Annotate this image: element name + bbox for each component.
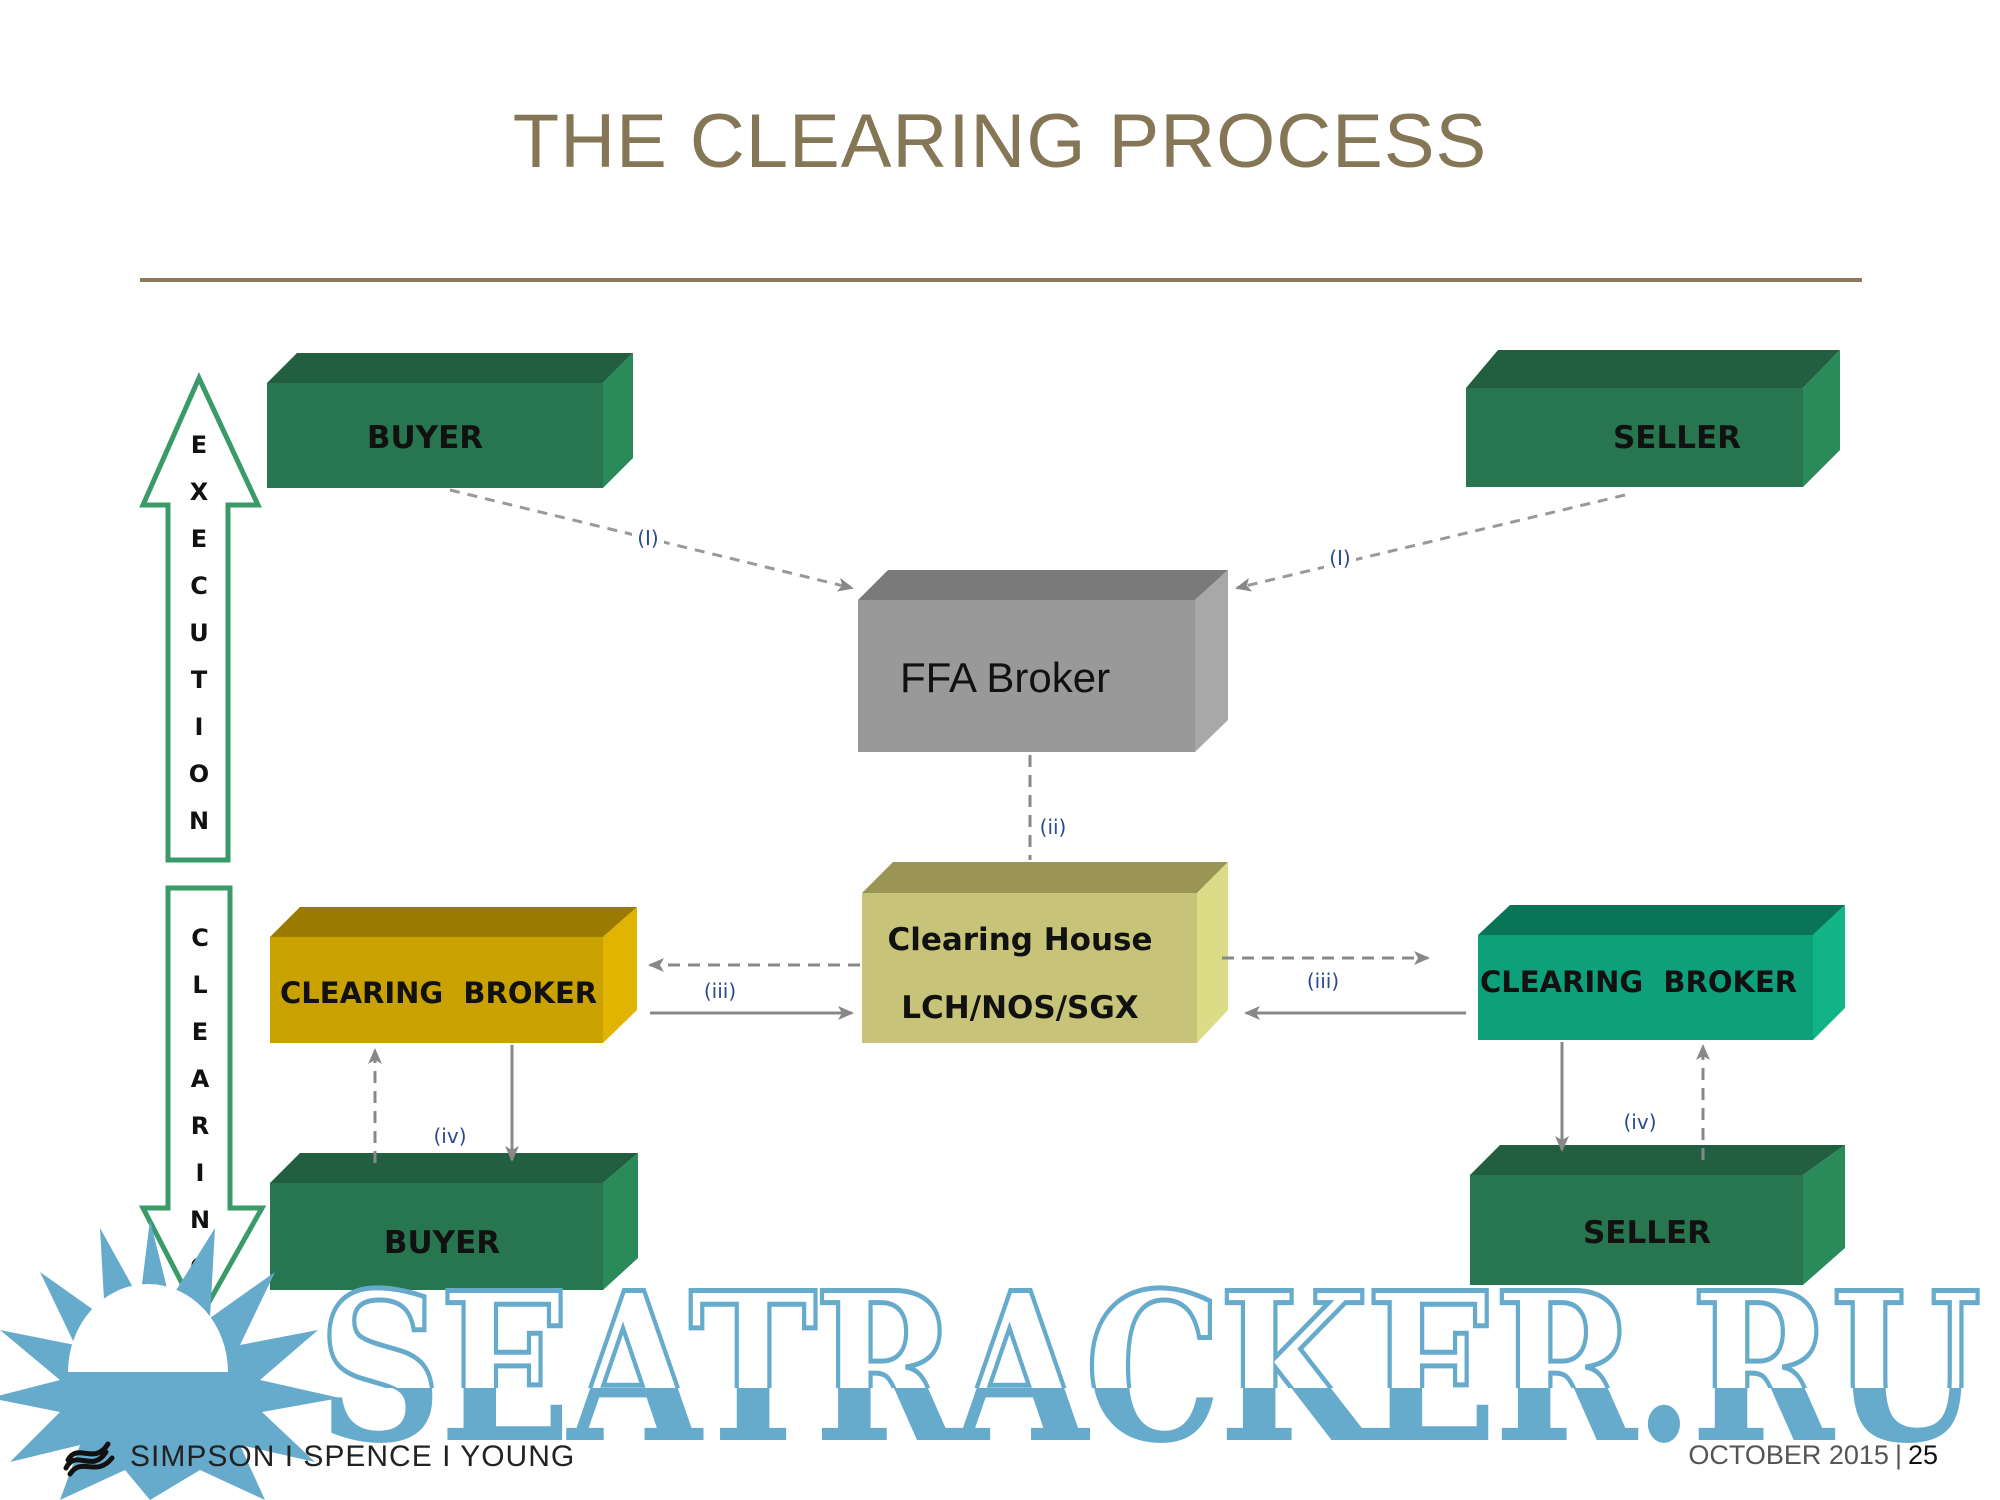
seller-top-box[interactable]: SELLER — [1466, 350, 1840, 487]
execution-letter: U — [189, 619, 209, 647]
clearing-letter: E — [192, 1018, 208, 1046]
execution-letter: T — [191, 666, 208, 694]
clearing-house-codes: LCH/NOS/SGX — [901, 990, 1138, 1026]
watermark-text-outline: SEATRACKER.RU — [318, 1249, 1978, 1489]
seller-top-label: SELLER — [1613, 420, 1741, 456]
execution-letter: E — [191, 525, 207, 553]
company-name: SIMPSON I SPENCE I YOUNG — [130, 1440, 576, 1473]
clearing-letter: N — [190, 1206, 210, 1234]
page-number: 25 — [1907, 1440, 1938, 1470]
seller-bottom-box[interactable]: SELLER — [1470, 1145, 1845, 1285]
execution-letter: I — [195, 713, 204, 741]
step-label-bg — [632, 522, 664, 550]
buyer-bottom-box[interactable]: BUYER — [270, 1153, 638, 1290]
clearing-letter: L — [192, 971, 207, 999]
footer-date: OCTOBER 2015 — [1688, 1440, 1889, 1470]
title-divider — [140, 278, 1862, 282]
clearing-house-name: Clearing House — [887, 922, 1152, 958]
buyer-bottom-label: BUYER — [384, 1225, 500, 1261]
watermark-text-fill: SEATRACKER.RU — [318, 1249, 1978, 1489]
clearing-letter: A — [191, 1065, 210, 1093]
clearing-broker-right-box[interactable]: CLEARING BROKER — [1478, 905, 1845, 1040]
execution-letter: O — [189, 760, 209, 788]
footer-date-page: OCTOBER 2015|25 — [1688, 1440, 1938, 1471]
ssy-knot-logo-icon — [63, 1441, 115, 1477]
clearing-letter: I — [196, 1159, 205, 1187]
sun-icon — [0, 1220, 340, 1500]
clearing-letter: R — [191, 1112, 209, 1140]
ffa-broker-label: FFA Broker — [900, 654, 1110, 701]
clearing-letter: C — [191, 924, 209, 952]
watermark: SEATRACKER.RU SEATRACKER.RU — [0, 1220, 1985, 1500]
step-iii-right-label: (iii) — [1307, 969, 1339, 993]
step-ii-label: (ii) — [1040, 815, 1067, 839]
clearing-broker-right-label: CLEARING BROKER — [1480, 965, 1797, 999]
clearing-house-box[interactable]: Clearing House LCH/NOS/SGX — [862, 862, 1228, 1043]
clearing-arrow: C L E A R I N G — [138, 885, 267, 1324]
execution-arrow: E X E C U T I O N — [139, 371, 262, 863]
step-iv-right-label: (iv) — [1624, 1110, 1657, 1134]
step-i-left-label: (I) — [637, 526, 659, 550]
execution-label: E X E C U T I O N — [189, 431, 209, 835]
step-iii-left-label: (iii) — [704, 979, 736, 1003]
step-i-right-label: (I) — [1329, 546, 1351, 570]
ffa-broker-box[interactable]: FFA Broker — [858, 570, 1228, 752]
execution-letter: X — [190, 478, 209, 506]
execution-letter: N — [189, 807, 209, 835]
buyer-top-label: BUYER — [367, 420, 483, 456]
buyer-top-box[interactable]: BUYER — [267, 353, 633, 488]
execution-letter: E — [191, 431, 207, 459]
slide-title: THE CLEARING PROCESS — [512, 99, 1488, 184]
footer-separator: | — [1894, 1440, 1902, 1470]
step-iv-left-label: (iv) — [434, 1124, 467, 1148]
seller-bottom-label: SELLER — [1583, 1215, 1711, 1251]
step-label-bg — [1324, 542, 1356, 570]
clearing-broker-left-label: CLEARING BROKER — [280, 976, 597, 1010]
execution-letter: C — [190, 572, 208, 600]
clearing-broker-left-box[interactable]: CLEARING BROKER — [270, 907, 637, 1043]
seller-to-ffa-connector — [1235, 493, 1626, 592]
